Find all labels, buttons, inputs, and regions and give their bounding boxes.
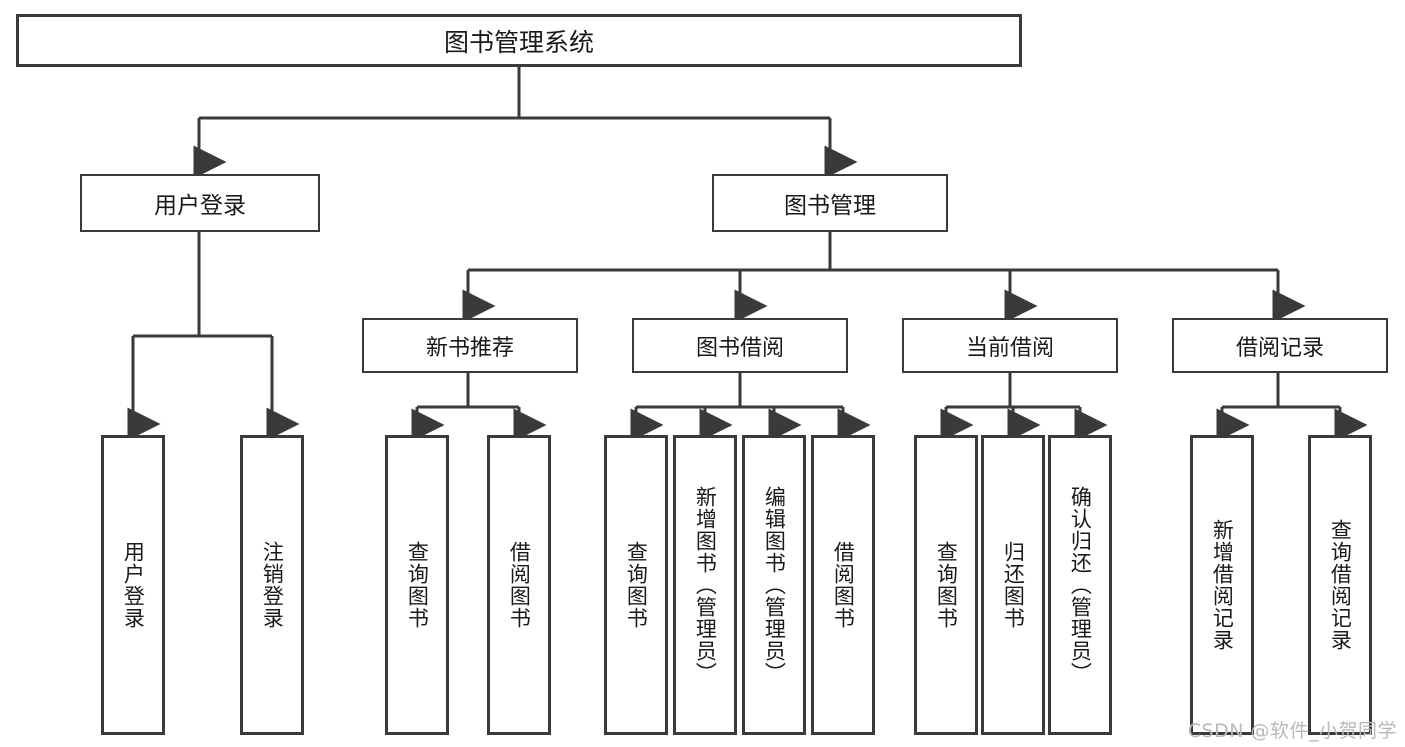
node-book-borrow[interactable]: 图书借阅 <box>632 318 848 373</box>
node-root-system[interactable]: 图书管理系统 <box>16 14 1022 67</box>
leaf-label: 新增图书（管理员） <box>693 486 718 684</box>
node-new-book-recommend[interactable]: 新书推荐 <box>362 318 578 373</box>
leaf-label: 借阅图书 <box>831 541 856 629</box>
leaf-label: 查询图书 <box>405 541 430 629</box>
leaf-book-borrow-edit[interactable]: 编辑图书（管理员） <box>742 435 806 735</box>
leaf-label: 用户登录 <box>121 541 146 629</box>
leaf-label: 注销登录 <box>260 541 285 629</box>
leaf-borrow-record-query[interactable]: 查询借阅记录 <box>1308 435 1372 735</box>
leaf-user-login-signout[interactable]: 注销登录 <box>240 435 304 735</box>
node-current-borrow-label: 当前借阅 <box>965 335 1054 361</box>
leaf-label: 新增借阅记录 <box>1210 519 1235 651</box>
leaf-label: 借阅图书 <box>507 541 532 629</box>
leaf-book-borrow-add[interactable]: 新增图书（管理员） <box>673 435 737 735</box>
node-book-manage-label: 图书管理 <box>784 193 876 219</box>
leaf-book-borrow-query[interactable]: 查询图书 <box>604 435 668 735</box>
node-borrow-record-label: 借阅记录 <box>1235 335 1324 361</box>
node-book-borrow-label: 图书借阅 <box>695 335 784 361</box>
node-new-book-recommend-label: 新书推荐 <box>425 335 514 361</box>
csdn-watermark: CSDN @软件_小贺同学 <box>1187 720 1397 742</box>
leaf-user-login-signin[interactable]: 用户登录 <box>101 435 165 735</box>
leaf-borrow-record-add[interactable]: 新增借阅记录 <box>1190 435 1254 735</box>
node-borrow-record[interactable]: 借阅记录 <box>1172 318 1388 373</box>
leaf-label: 确认归还（管理员） <box>1068 486 1093 684</box>
leaf-current-borrow-confirm[interactable]: 确认归还（管理员） <box>1048 435 1112 735</box>
leaf-current-borrow-query[interactable]: 查询图书 <box>914 435 978 735</box>
leaf-label: 查询借阅记录 <box>1328 519 1353 651</box>
node-user-login-label: 用户登录 <box>154 193 246 219</box>
leaf-label: 查询图书 <box>934 541 959 629</box>
node-root-label: 图书管理系统 <box>443 27 594 57</box>
node-user-login[interactable]: 用户登录 <box>80 174 320 232</box>
node-current-borrow[interactable]: 当前借阅 <box>902 318 1118 373</box>
leaf-new-book-query[interactable]: 查询图书 <box>385 435 449 735</box>
leaf-label: 编辑图书（管理员） <box>762 486 787 684</box>
leaf-label: 归还图书 <box>1001 541 1026 629</box>
leaf-current-borrow-return[interactable]: 归还图书 <box>981 435 1045 735</box>
leaf-book-borrow-borrow[interactable]: 借阅图书 <box>811 435 875 735</box>
node-book-manage[interactable]: 图书管理 <box>712 174 948 232</box>
leaf-new-book-borrow[interactable]: 借阅图书 <box>487 435 551 735</box>
leaf-label: 查询图书 <box>624 541 649 629</box>
